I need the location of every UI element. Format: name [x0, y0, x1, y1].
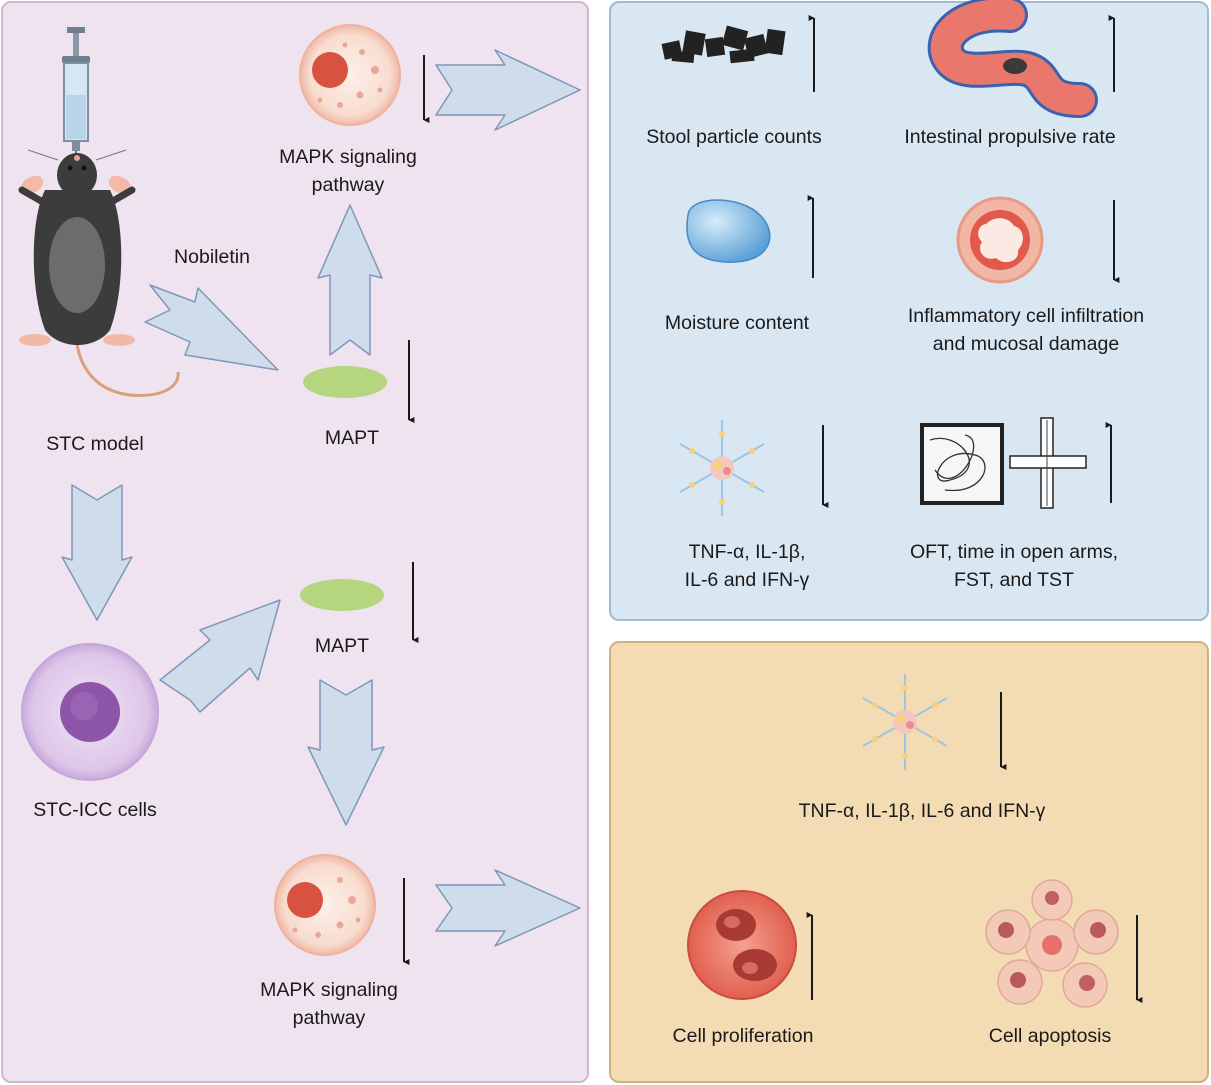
stool-particle-counts-label: Stool particle counts: [646, 126, 822, 148]
mapk-top-line-1: MAPK signaling: [279, 146, 417, 168]
cytokine-icon-orange: [862, 674, 948, 770]
cytokine-icon: [679, 420, 765, 516]
mapk-bottom-line-2: pathway: [292, 1007, 366, 1029]
inflammatory-label: Inflammatory cell infiltration and mucos…: [908, 302, 1144, 358]
intestine-icon: [927, 0, 1098, 118]
cell-apoptosis-label: Cell apoptosis: [988, 1025, 1112, 1047]
mapk-cell-top-icon: [299, 24, 401, 126]
cytokines-label: TNF-α, IL-1β, IL-6 and IFN-γ: [685, 538, 810, 594]
behavior-line-2: FST, and TST: [954, 569, 1074, 591]
cell-proliferation-label: Cell proliferation: [672, 1025, 814, 1047]
block-arrows: [61, 49, 581, 947]
cytokines-orange-label: TNF-α, IL-1β, IL-6 and IFN-γ: [798, 800, 1046, 822]
mapt-top-label: MAPT: [324, 427, 380, 449]
block-arrow-nobiletin: [144, 284, 279, 371]
mapk-top-line-2: pathway: [311, 174, 385, 196]
stc-icc-cells-label: STC-ICC cells: [33, 799, 157, 821]
mapk-cell-bottom-icon: [274, 854, 376, 956]
mapt-bottom-label: MAPT: [314, 635, 370, 657]
apoptotic-cells-icon: [985, 879, 1119, 1008]
syringe-icon: [62, 27, 90, 166]
proliferating-cell-icon: [687, 890, 797, 1000]
block-arrow-down-stc: [61, 484, 133, 621]
mapk-bottom-line-1: MAPK signaling: [260, 979, 398, 1001]
moisture-drop-icon: [686, 199, 771, 263]
stc-model-label: STC model: [46, 433, 144, 455]
stool-particles-icon: [661, 25, 786, 64]
icc-cell-icon: [21, 643, 159, 781]
mapt-protein-bottom-icon: [300, 579, 384, 611]
inflammatory-line-1: Inflammatory cell infiltration: [907, 305, 1145, 327]
behavior-tests-label: OFT, time in open arms, FST, and TST: [910, 538, 1118, 594]
mapt-protein-top-icon: [303, 366, 387, 398]
open-field-maze-icon: [920, 417, 1087, 509]
inflammatory-line-2: and mucosal damage: [932, 333, 1120, 355]
behavior-line-1: OFT, time in open arms,: [909, 541, 1119, 563]
cytokines-line-1: TNF-α, IL-1β,: [688, 541, 806, 563]
mapk-top-label: MAPK signaling pathway: [279, 143, 417, 199]
mapk-bottom-label: MAPK signaling pathway: [260, 976, 398, 1032]
in-vivo-results-panel: [609, 1, 1209, 621]
mouse-icon: [18, 149, 180, 397]
block-arrow-to-mapt-bottom: [159, 599, 281, 713]
moisture-content-label: Moisture content: [664, 312, 810, 334]
block-arrow-to-blue-top: [435, 49, 581, 131]
intestinal-propulsive-rate-label: Intestinal propulsive rate: [904, 126, 1116, 148]
block-arrow-down-mapk: [307, 679, 385, 826]
colon-cross-section-icon: [956, 196, 1044, 284]
cytokines-line-2: IL-6 and IFN-γ: [684, 569, 810, 591]
nobiletin-label: Nobiletin: [174, 246, 250, 268]
block-arrow-to-orange: [435, 869, 581, 947]
block-arrow-up-mapk: [317, 204, 383, 356]
